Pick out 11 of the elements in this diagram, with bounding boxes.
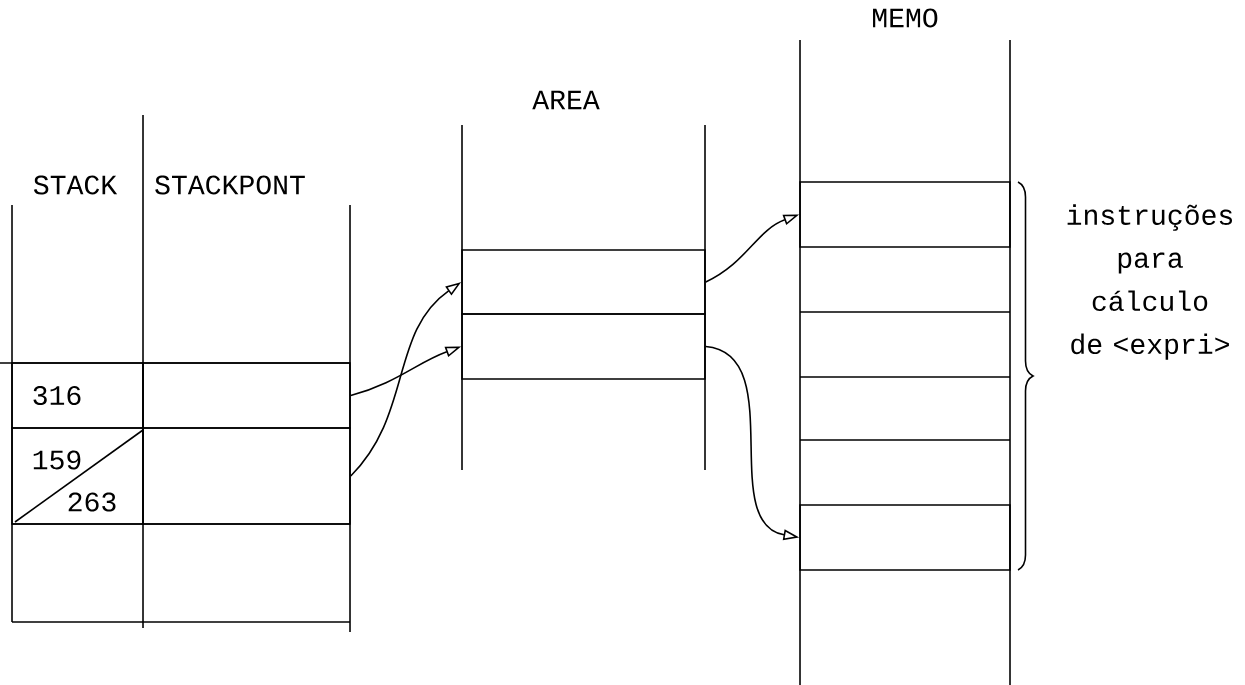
table-cell: 159 263 xyxy=(11,427,144,525)
table-cell: 316 xyxy=(11,362,144,429)
memory-slot xyxy=(461,249,706,315)
memory-slot xyxy=(799,504,1011,571)
memory-slot xyxy=(799,181,1011,248)
note-text: instruções para cálculo de <expri> xyxy=(1067,204,1232,360)
table-cell xyxy=(142,427,351,525)
area-column: AREA xyxy=(461,90,706,471)
memo-column: MEMO xyxy=(799,8,1011,685)
memory-slot xyxy=(461,313,706,380)
table-cell xyxy=(142,362,351,429)
